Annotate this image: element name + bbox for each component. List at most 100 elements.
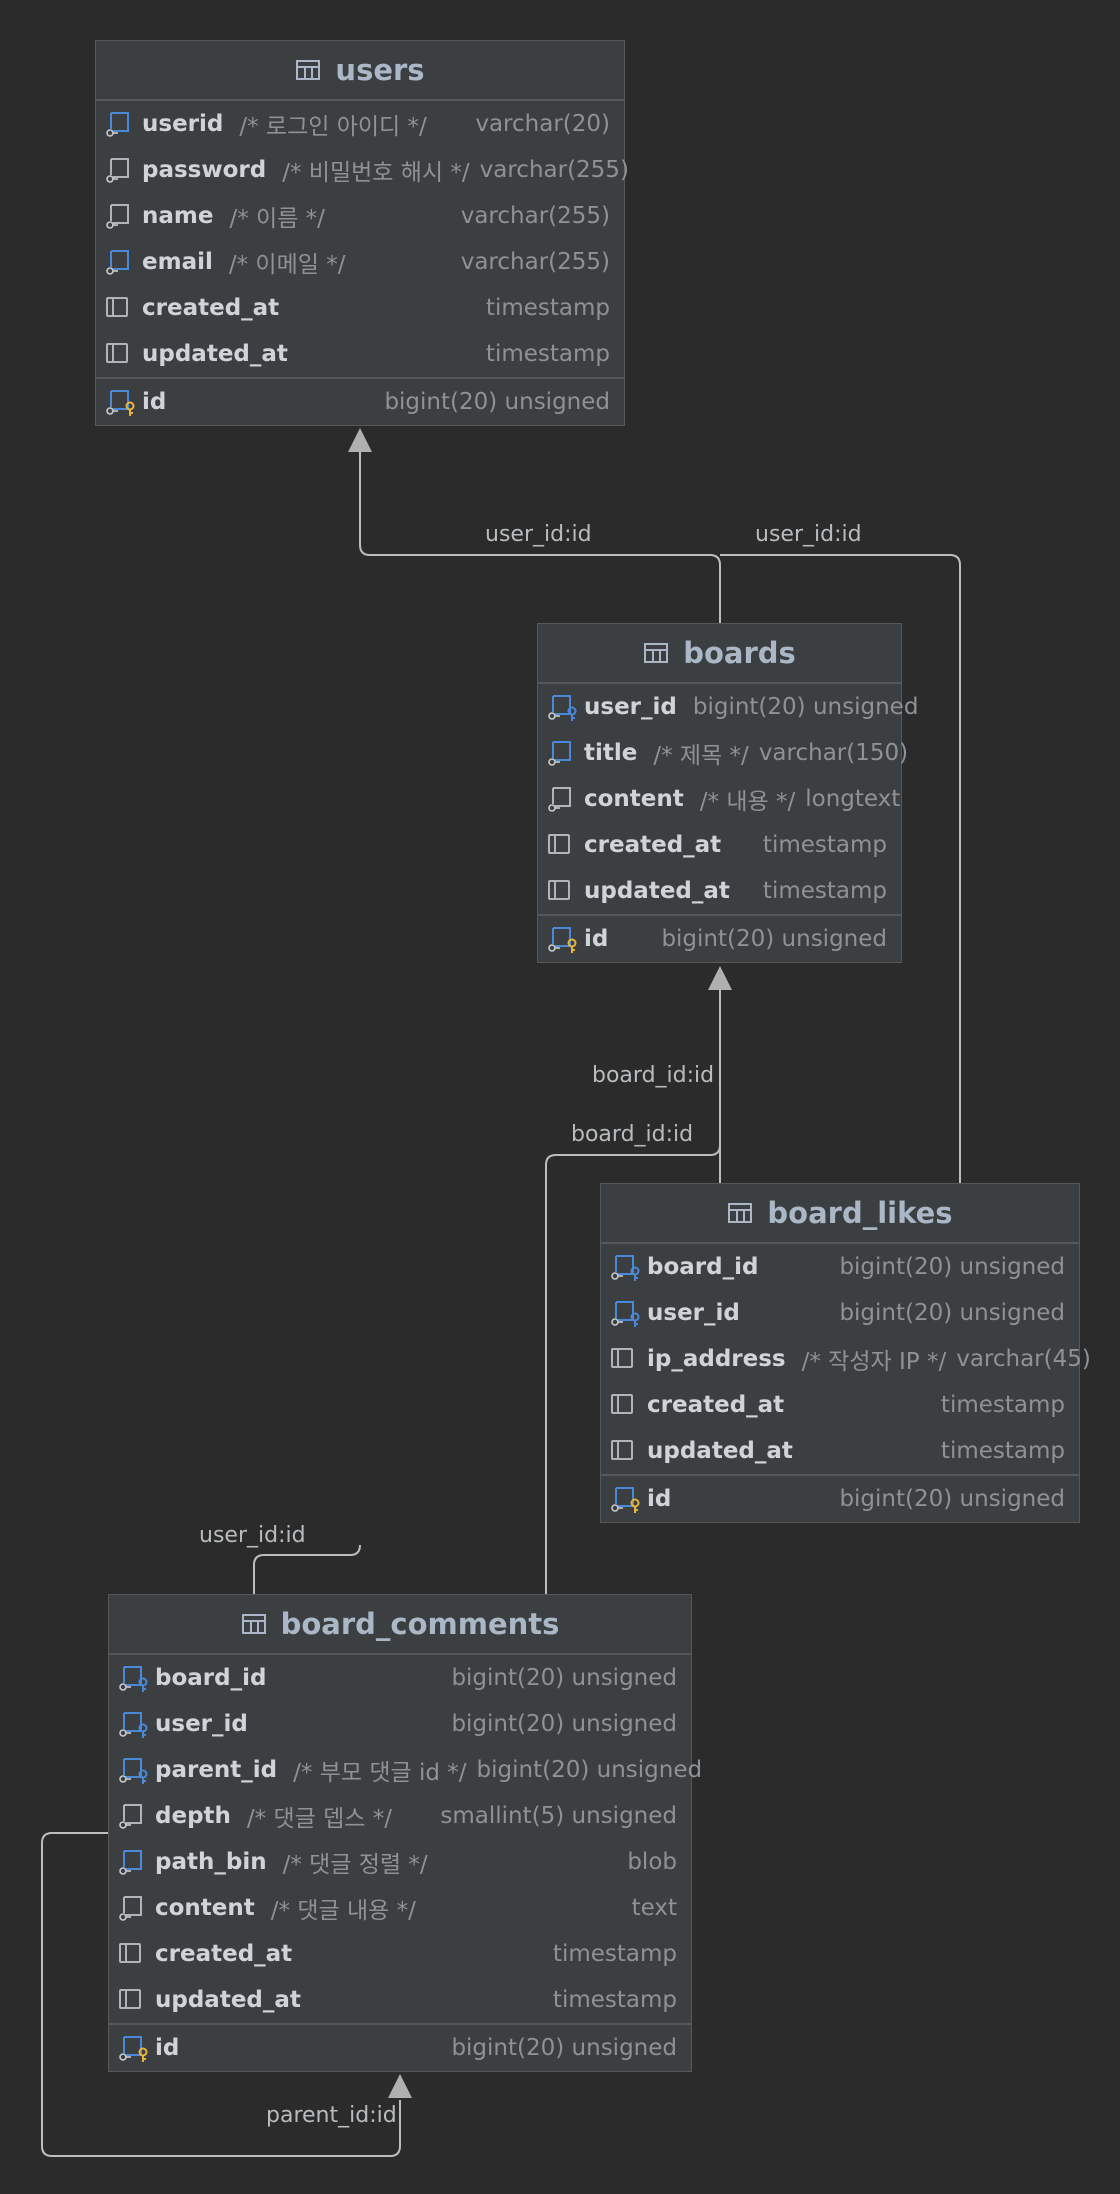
- edge-comments-self: [41, 1832, 401, 2157]
- column-comment: /* 작성자 IP */: [801, 1349, 947, 1375]
- column-type: bigint(20) unsigned: [692, 694, 919, 720]
- column-type: timestamp: [552, 1987, 677, 2013]
- column-row[interactable]: email/* 이메일 */varchar(255): [96, 239, 624, 285]
- column-name: user_id: [584, 694, 677, 720]
- table-board_comments[interactable]: board_comments board_id bigint(20) unsigne…: [108, 1594, 702, 2072]
- column-name: created_at: [155, 1941, 293, 1967]
- primary-key-icon: [611, 1487, 640, 1513]
- column-icon: [611, 1394, 633, 1414]
- column-type: blob: [627, 1849, 677, 1875]
- column-row[interactable]: board_id bigint(20) unsigned: [601, 1244, 1079, 1290]
- column-type: bigint(20) unsigned: [451, 2035, 677, 2061]
- indexed-column-icon: [106, 112, 129, 137]
- column-icon: [106, 297, 128, 317]
- column-type: smallint(5) unsigned: [440, 1803, 677, 1829]
- table-header[interactable]: board_likes: [601, 1184, 1079, 1244]
- not-null-column-icon: [119, 1896, 142, 1921]
- column-type: bigint(20) unsigned: [451, 1665, 677, 1691]
- indexed-column-icon: [548, 741, 571, 766]
- column-row[interactable]: content/* 내용 */longtext: [538, 776, 901, 822]
- column-row[interactable]: name/* 이름 */varchar(255): [96, 193, 624, 239]
- column-name: title: [584, 740, 638, 766]
- column-icon: [611, 1440, 633, 1460]
- column-icon: [548, 834, 570, 854]
- primary-key-icon: [119, 2036, 148, 2062]
- column-row[interactable]: content/* 댓글 내용 */text: [109, 1885, 691, 1931]
- column-comment: /* 비밀번호 해시 */: [282, 160, 470, 186]
- column-icon: [119, 1989, 141, 2009]
- table-title: users: [335, 53, 425, 87]
- column-name: created_at: [584, 832, 722, 858]
- edge-label: user_id:id: [755, 522, 862, 547]
- column-row[interactable]: user_id bigint(20) unsigned: [538, 684, 918, 730]
- primary-key-icon: [106, 390, 135, 416]
- edge-boards-users: [359, 440, 721, 623]
- column-comment: /* 부모 댓글 id */: [293, 1760, 467, 1786]
- column-row[interactable]: parent_id/* 부모 댓글 id */bigint(20) unsign…: [109, 1747, 702, 1793]
- arrowhead-boards: [708, 966, 732, 990]
- table-header[interactable]: board_comments: [109, 1595, 691, 1655]
- column-row[interactable]: title/* 제목 */varchar(150): [538, 730, 908, 776]
- column-name: created_at: [142, 295, 280, 321]
- table-icon: [728, 1203, 753, 1223]
- column-type: bigint(20) unsigned: [839, 1254, 1065, 1280]
- column-name: password: [142, 157, 267, 183]
- column-icon: [548, 880, 570, 900]
- column-row[interactable]: ip_address/* 작성자 IP */varchar(45): [601, 1336, 1091, 1382]
- column-comment: /* 댓글 정렬 */: [282, 1852, 428, 1878]
- column-type: varchar(255): [460, 249, 610, 275]
- not-null-column-icon: [119, 1804, 142, 1829]
- column-row[interactable]: path_bin /* 댓글 정렬 */ blob: [109, 1839, 691, 1885]
- edge-label: user_id:id: [485, 522, 592, 547]
- column-row[interactable]: password/* 비밀번호 해시 */varchar(255): [96, 147, 629, 193]
- column-comment: /* 이메일 */: [228, 252, 346, 278]
- table-header[interactable]: boards: [538, 624, 901, 684]
- column-comment: /* 로그인 아이디 */: [239, 114, 427, 140]
- foreign-key-icon: [119, 1758, 148, 1784]
- column-name: created_at: [647, 1392, 785, 1418]
- column-name: board_id: [155, 1665, 267, 1691]
- table-title: board_comments: [280, 1607, 560, 1641]
- table-boards[interactable]: boards user_id bigint(20) unsigned title/* …: [537, 623, 918, 963]
- indexed-column-icon: [106, 250, 129, 275]
- table-header[interactable]: users: [96, 41, 624, 101]
- foreign-key-icon: [119, 1712, 148, 1738]
- column-icon: [611, 1348, 633, 1368]
- primary-key-row[interactable]: id bigint(20) unsigned: [109, 2023, 691, 2071]
- edge-comments-boards: [545, 1144, 721, 1594]
- arrowhead-users: [348, 428, 372, 452]
- column-icon: [106, 343, 128, 363]
- column-row[interactable]: board_id bigint(20) unsigned: [109, 1655, 691, 1701]
- column-name: path_bin: [155, 1849, 267, 1875]
- column-row[interactable]: userid/* 로그인 아이디 */varchar(20): [96, 101, 624, 147]
- column-name: id: [155, 2035, 180, 2061]
- column-name: content: [155, 1895, 255, 1921]
- column-type: bigint(20) unsigned: [451, 1711, 677, 1737]
- table-icon: [241, 1614, 266, 1634]
- column-row[interactable]: depth/* 댓글 뎁스 */smallint(5) unsigned: [109, 1793, 691, 1839]
- column-type: timestamp: [485, 341, 610, 367]
- column-name: board_id: [647, 1254, 759, 1280]
- column-type: varchar(20): [475, 111, 610, 137]
- column-type: bigint(20) unsigned: [839, 1300, 1065, 1326]
- column-icon: [119, 1943, 141, 1963]
- edge-label: parent_id:id: [266, 2103, 397, 2128]
- arrowhead-comments-self: [388, 2074, 412, 2098]
- table-icon: [296, 60, 321, 80]
